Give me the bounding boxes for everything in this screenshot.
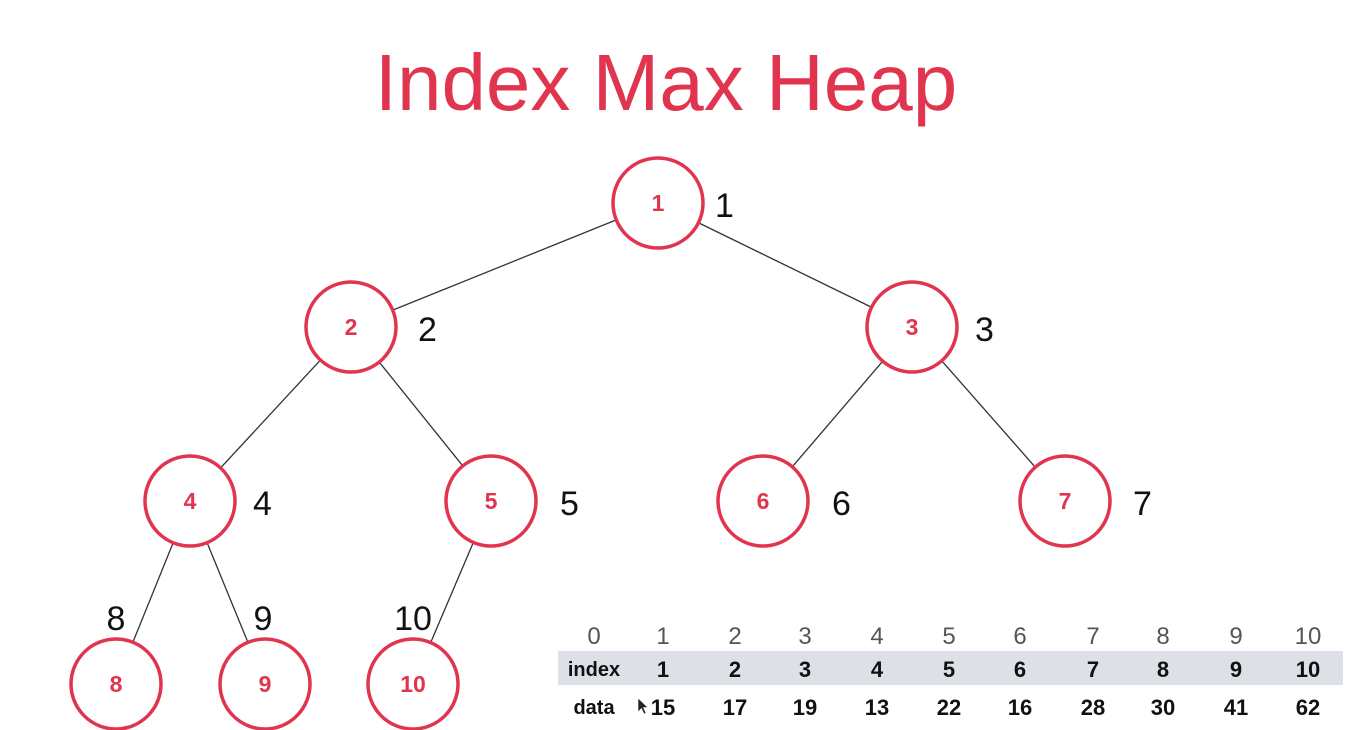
node-circle	[716, 454, 810, 548]
data-cell: 17	[723, 695, 747, 720]
tree-edge-2-4	[220, 359, 321, 469]
heap-node-6: 6	[716, 454, 810, 548]
heap-node-5: 5	[444, 454, 538, 548]
data-cell: 15	[651, 695, 675, 720]
data-cell: 22	[937, 695, 961, 720]
node-label: 9	[259, 671, 272, 697]
tree-edge-3-7	[941, 360, 1036, 468]
index-row-label: index	[568, 659, 620, 681]
index-cell: 4	[871, 657, 884, 682]
data-cell: 28	[1081, 695, 1105, 720]
table-header-cell: 5	[942, 623, 955, 650]
index-cell: 1	[657, 657, 669, 682]
node-circle	[444, 454, 538, 548]
tree-edge-4-8	[132, 542, 174, 643]
table-header-cell: 8	[1156, 623, 1169, 650]
node-label: 2	[345, 314, 358, 340]
tree-edge-1-3	[698, 222, 872, 308]
position-label-9: 9	[254, 600, 273, 638]
index-data-table: 0 1 2 3 4 5 6 7 8 9 10 index 1 2 3 4 5 6 7 8 9 10 data 15 17 19 13…	[558, 623, 1343, 720]
heap-node-2: 2	[304, 280, 398, 374]
diagram-title: Index Max Heap	[375, 38, 958, 127]
data-cell: 30	[1151, 695, 1175, 720]
position-labels: 1 2 3 4 5 6 7 8 9 10	[107, 187, 1152, 638]
node-label: 10	[400, 671, 426, 697]
data-cell: 62	[1296, 695, 1320, 720]
node-circle	[611, 156, 705, 250]
node-label: 1	[652, 190, 665, 216]
table-header-cell: 0	[587, 623, 600, 650]
heap-node-8: 8	[69, 637, 163, 730]
table-header-cell: 2	[728, 623, 741, 650]
position-label-3: 3	[975, 311, 994, 349]
arrow-cursor-icon	[637, 697, 649, 715]
tree-edge-3-6	[791, 360, 884, 468]
tree-edge-2-5	[378, 361, 464, 467]
data-cell: 13	[865, 695, 889, 720]
node-circle	[1018, 454, 1112, 548]
index-cell: 6	[1014, 657, 1026, 682]
heap-node-10: 10	[366, 637, 460, 730]
table-header-cell: 6	[1013, 623, 1026, 650]
heap-node-9: 9	[218, 637, 312, 730]
index-cell: 10	[1296, 657, 1320, 682]
node-label: 6	[757, 488, 770, 514]
table-header-cell: 4	[870, 623, 883, 650]
data-cell: 41	[1224, 695, 1248, 720]
node-label: 8	[110, 671, 123, 697]
position-label-4: 4	[253, 485, 272, 523]
position-label-1: 1	[715, 187, 734, 225]
index-cell: 9	[1230, 657, 1242, 682]
tree-edge-5-10	[430, 542, 474, 643]
position-label-2: 2	[418, 311, 437, 349]
table-header-cell: 3	[798, 623, 811, 650]
index-cell: 5	[943, 657, 955, 682]
node-label: 4	[184, 488, 197, 514]
index-cell: 7	[1087, 657, 1099, 682]
index-row-background	[558, 651, 1343, 685]
node-circle	[218, 637, 312, 730]
node-circle	[865, 280, 959, 374]
position-label-10: 10	[394, 600, 432, 638]
index-cell: 3	[799, 657, 811, 682]
position-label-6: 6	[832, 485, 851, 523]
node-circle	[304, 280, 398, 374]
arrow-cursor-icon	[637, 697, 649, 715]
index-cell: 2	[729, 657, 741, 682]
tree-edge-1-2	[392, 219, 617, 311]
tree-edge-4-9	[206, 542, 249, 643]
node-label: 3	[906, 314, 919, 340]
table-header-cell: 1	[656, 623, 669, 650]
tree-edges	[132, 219, 1036, 643]
heap-node-3: 3	[865, 280, 959, 374]
index-cell: 8	[1157, 657, 1169, 682]
table-header-cell: 9	[1229, 623, 1242, 650]
position-label-5: 5	[560, 485, 579, 523]
node-circle	[143, 454, 237, 548]
position-label-8: 8	[107, 600, 126, 638]
table-header-cell: 7	[1086, 623, 1099, 650]
position-label-7: 7	[1133, 485, 1152, 523]
heap-node-4: 4	[143, 454, 237, 548]
data-cell: 19	[793, 695, 817, 720]
node-circle	[69, 637, 163, 730]
data-cell: 16	[1008, 695, 1032, 720]
heap-node-1: 1	[611, 156, 705, 250]
node-label: 7	[1059, 488, 1072, 514]
node-circle	[366, 637, 460, 730]
heap-node-7: 7	[1018, 454, 1112, 548]
node-label: 5	[485, 488, 498, 514]
data-row-label: data	[573, 697, 615, 719]
table-header-cell: 10	[1295, 623, 1322, 650]
